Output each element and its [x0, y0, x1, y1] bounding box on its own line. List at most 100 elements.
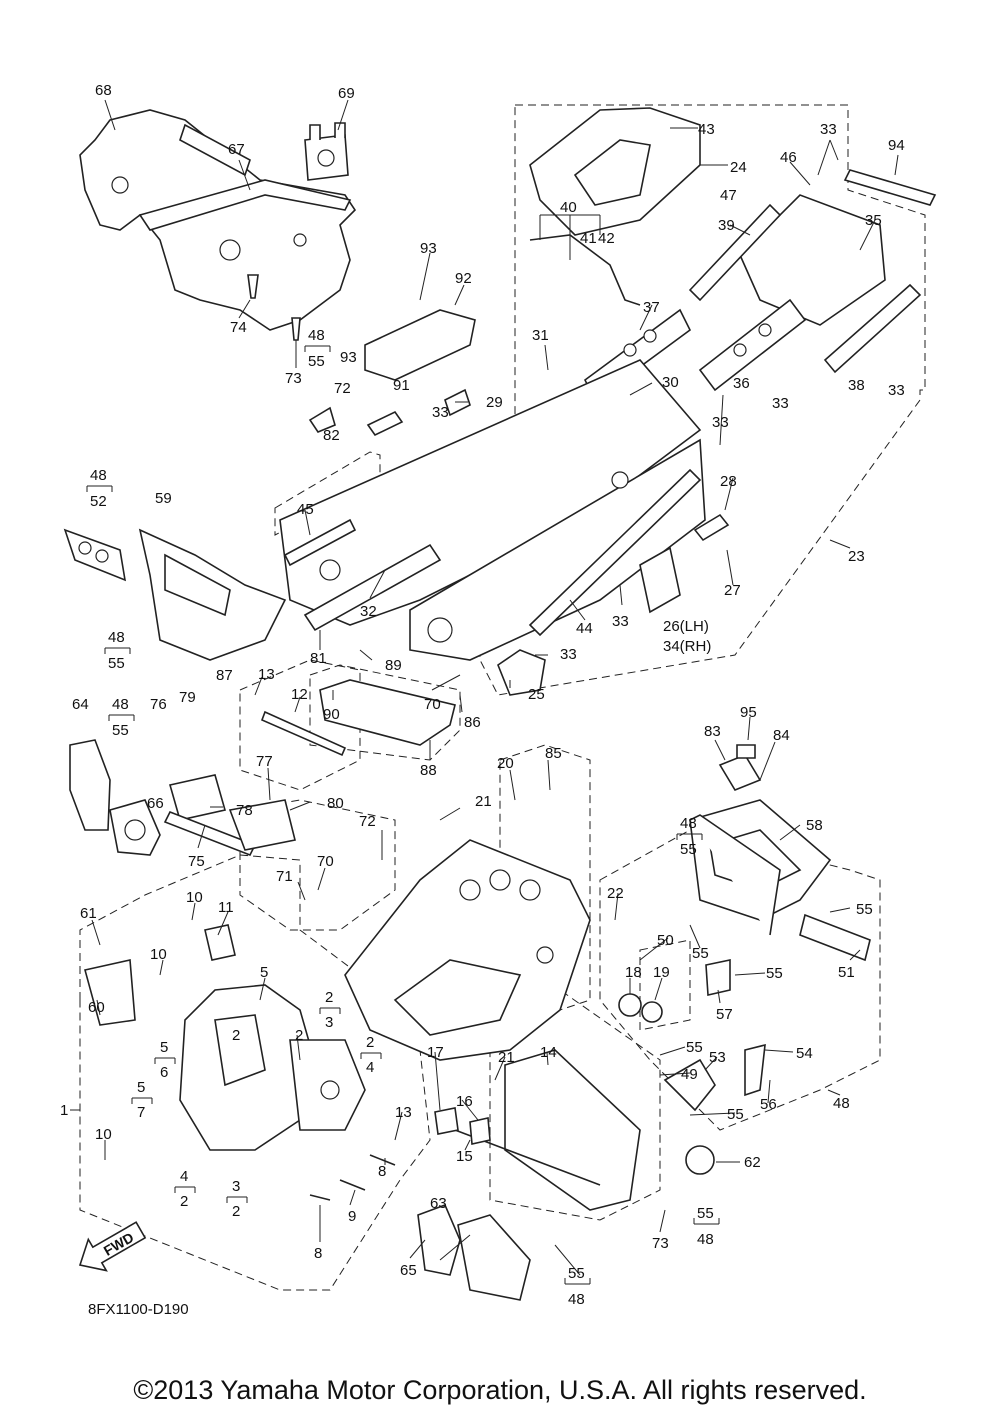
callout-42: 42 [598, 230, 615, 247]
callout-87: 87 [216, 667, 233, 684]
callout-75: 75 [188, 853, 205, 870]
leader [764, 1049, 794, 1053]
callout-55: 55 [686, 1039, 703, 1056]
bracket-28 [693, 513, 730, 542]
tunnel-hole [611, 471, 629, 489]
leader [859, 219, 876, 251]
group-label-bottom: 48 [568, 1291, 585, 1308]
arm-hole [643, 329, 657, 343]
callout-41: 41 [580, 230, 597, 247]
leader [544, 344, 549, 371]
leader [434, 1051, 441, 1111]
leader [267, 767, 271, 801]
block-95 [736, 744, 756, 759]
leader [394, 1111, 403, 1141]
group-bracket [131, 1097, 153, 1104]
plate-75 [163, 810, 257, 857]
group-bracket [676, 833, 703, 840]
callout-22: 22 [607, 885, 624, 902]
chassis-hole [489, 869, 511, 891]
leader [829, 139, 839, 161]
parts-diagram: FWD [60, 82, 937, 1318]
callout-90: 90 [323, 706, 340, 723]
callout-32: 32 [360, 603, 377, 620]
group-bracket [319, 1007, 341, 1014]
group-label-top: 48 [308, 327, 325, 344]
callout-55: 55 [856, 901, 873, 918]
callout-18: 18 [625, 964, 642, 981]
frame-hole [219, 239, 241, 261]
callout-39: 39 [718, 217, 735, 234]
callout-93: 93 [340, 349, 357, 366]
callout-81: 81 [310, 650, 327, 667]
group-label-bottom: 4 [366, 1059, 374, 1076]
leader [714, 739, 726, 761]
chassis-center [344, 744, 871, 1061]
leader [747, 716, 751, 741]
callout-49: 49 [681, 1066, 698, 1083]
suspension-bracket [84, 924, 396, 1201]
leader [829, 539, 851, 549]
cover-92 [364, 309, 476, 381]
leader [829, 907, 851, 913]
callout-59: 59 [155, 490, 172, 507]
leader [439, 807, 461, 821]
callout-64: 64 [72, 696, 89, 713]
bracket-59-face [164, 553, 231, 617]
group-bracket [104, 647, 131, 654]
callout-60: 60 [88, 999, 105, 1016]
group-label-bottom: 55 [108, 655, 125, 672]
bearing-18 [618, 993, 642, 1017]
callout-92: 92 [455, 270, 472, 287]
leader [546, 1051, 549, 1066]
leader [359, 649, 373, 661]
leader [439, 1234, 471, 1261]
group-bracket [226, 1196, 248, 1203]
frame-hole [111, 176, 129, 194]
leader [509, 769, 516, 801]
leader [659, 1209, 666, 1233]
callout-34rh: 34(RH) [663, 638, 711, 655]
callout-33: 33 [888, 382, 905, 399]
tunnel-group-outline [274, 451, 381, 536]
callout-28: 28 [720, 473, 737, 490]
leader [789, 161, 811, 186]
bracket-hole [95, 549, 109, 563]
callout-14: 14 [540, 1044, 557, 1061]
callout-31: 31 [532, 327, 549, 344]
callout-26lh: 26(LH) [663, 618, 709, 635]
frame-hole [293, 233, 307, 247]
callout-33: 33 [432, 404, 449, 421]
bracket-54 [744, 1043, 766, 1097]
rail-24-cutout [573, 139, 651, 206]
cover-hole [124, 819, 146, 841]
callout-10: 10 [95, 1126, 112, 1143]
bracket-group-outline [239, 799, 396, 931]
group-label-bottom: 55 [112, 722, 129, 739]
callouts: 68 69 67 74 73 43 24 33 46 94 47 40 41 4… [60, 82, 905, 1279]
callout-2: 2 [295, 1027, 303, 1044]
bracket-26-34 [639, 546, 681, 614]
callout-80: 80 [327, 795, 344, 812]
callout-17: 17 [427, 1044, 444, 1061]
callout-5: 5 [260, 964, 268, 981]
leader [197, 824, 206, 849]
callout-89: 89 [385, 657, 402, 674]
callout-82: 82 [323, 427, 340, 444]
leader [779, 824, 801, 841]
group-bracket [108, 714, 135, 721]
leader [726, 549, 734, 586]
callout-21: 21 [475, 793, 492, 810]
collar-17 [434, 1107, 459, 1135]
leader [494, 1056, 506, 1081]
bracket-1-opening [214, 1014, 266, 1087]
plate-88 [319, 679, 456, 746]
callout-55: 55 [766, 965, 783, 982]
chassis-hole [459, 879, 481, 901]
leader [849, 949, 861, 961]
tunnel-side [409, 438, 706, 661]
bracket-hole [78, 541, 92, 555]
callout-47: 47 [720, 187, 737, 204]
arm-hole [758, 323, 772, 337]
callout-9: 9 [348, 1208, 356, 1225]
